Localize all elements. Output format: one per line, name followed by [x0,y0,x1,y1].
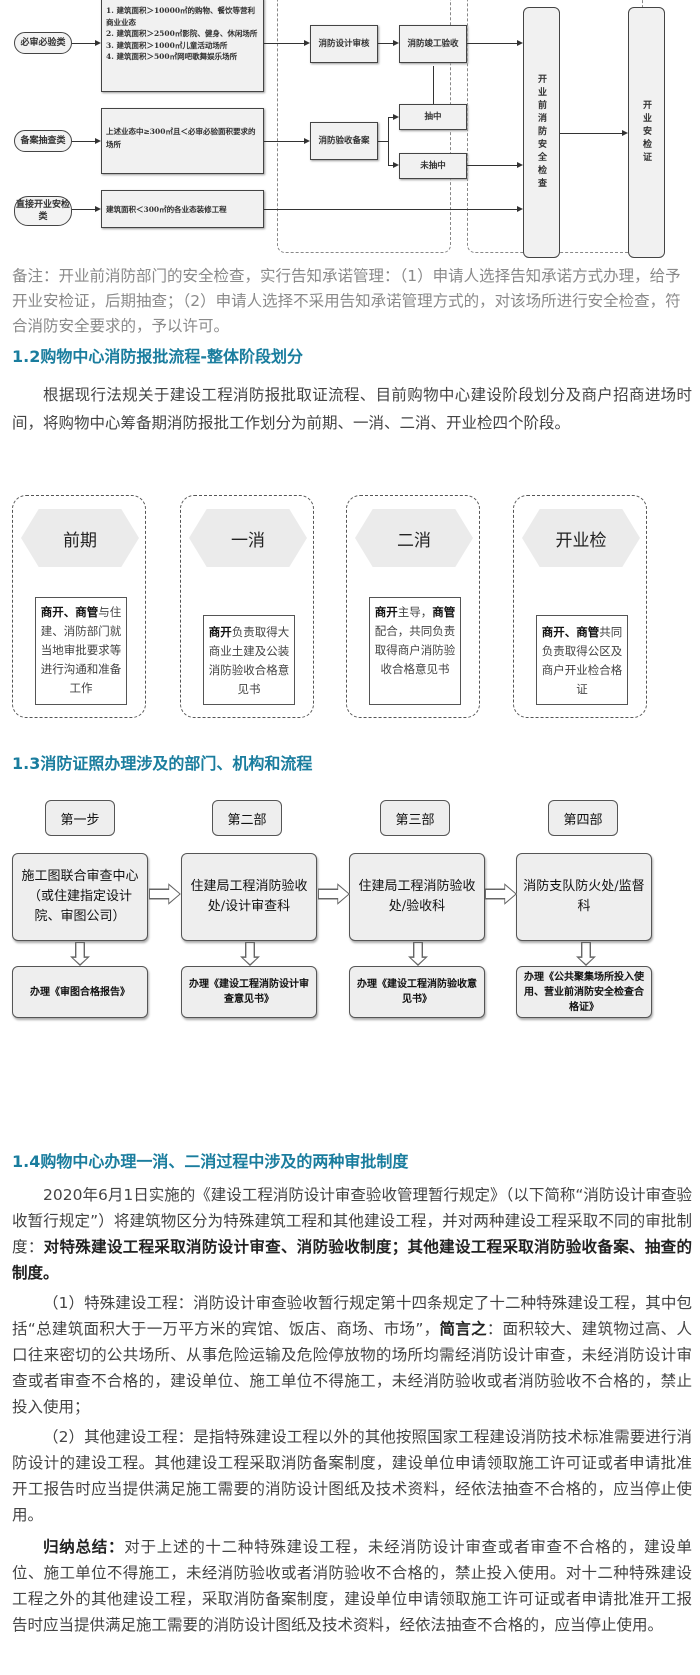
arrow-head-icon [95,40,101,46]
arrow-head-icon [304,138,310,144]
opening-certificate-box: 开业安检证 [628,7,665,258]
right-arrow-icon [318,883,350,905]
department-box: 施工图联合审查中心（或住建指定设计院、审图公司） [12,853,148,941]
department-box: 住建局工程消防验收处/设计审查科 [181,853,317,941]
stage-second-fire: 二消商开主导，商管配合，共同负责取得商户消防验收合格意见书 [346,495,480,718]
category-direct-open: 直接开业安检类 [14,196,72,226]
stage-name: 一消 [189,509,307,567]
section-heading-1-3: 1.3消防证照办理涉及的部门、机构和流程 [12,754,313,773]
not-selected-box: 未抽中 [399,153,467,179]
selected-box: 抽中 [399,104,467,130]
arrow-head-icon [517,162,523,168]
connector-line [264,209,517,210]
criteria-box: 1. 建筑面积＞10000㎡的购物、餐饮等营利商业业态 2. 建筑面积＞2500… [101,0,264,92]
stage-name: 开业检 [522,509,640,567]
arrow-head-icon [517,206,523,212]
result-box: 办理《建设工程消防验收意见书》 [349,966,485,1018]
paragraph: （1）特殊建设工程：消防设计审查验收暂行规定第十四条规定了十二种特殊建设工程，其… [12,1294,692,1416]
stage-first-fire: 一消商开负责取得大商业土建及公装消防验收合格意见书 [180,495,314,718]
stage-opening-check: 开业检商开、商管共同负责取得公区及商户开业检合格证 [513,495,647,718]
stage-desc: 商开、商管共同负责取得公区及商户开业检合格证 [536,615,628,705]
down-arrow-icon [70,942,90,966]
arrow-head-icon [393,162,399,168]
result-box: 办理《建设工程消防设计审查意见书》 [181,966,317,1018]
criteria-box: 建筑面积＜300㎡的各业态装修工程 [101,190,264,228]
acceptance-filing-box: 消防验收备案 [310,122,378,160]
arrow-head-icon [304,40,310,46]
connector-line [378,43,394,44]
section-heading-1-4: 1.4购物中心办理一消、二消过程中涉及的两种审批制度 [12,1152,409,1171]
stage-desc: 商开、商管与住建、消防部门就当地审批要求等进行沟通和准备工作 [35,597,127,705]
connector-line [72,141,96,142]
stage-preliminary: 前期商开、商管与住建、消防部门就当地审批要求等进行沟通和准备工作 [12,495,146,718]
stage-desc: 商开主导，商管配合，共同负责取得商户消防验收合格意见书 [369,597,461,705]
section-heading-1-2: 1.2购物中心消防报批流程-整体阶段划分 [12,347,303,366]
note-text: 备注：开业前消防部门的安全检查，实行告知承诺管理：（1）申请人选择告知承诺方式办… [12,267,681,335]
step-label: 第一步 [45,800,115,836]
paragraph: 根据现行法规关于建设工程消防报批取证流程、目前购物中心建设阶段划分及商户招商进场… [12,386,692,432]
connector-line [378,141,388,142]
stage-name: 二消 [355,509,473,567]
pre-opening-check-box: 开业前消防安全检查 [523,7,560,258]
stage-desc: 商开负责取得大商业土建及公装消防验收合格意见书 [203,615,295,705]
connector-line [72,209,96,210]
arrow-head-icon [622,130,628,136]
paragraph: 归纳总结：对于上述的十二种特殊建设工程，未经消防设计审查或者审查不合格的，建设单… [12,1538,692,1634]
category-must-review: 必审必验类 [14,32,72,54]
arrow-head-icon [393,40,399,46]
down-arrow-icon [240,942,260,966]
result-box: 办理《公共聚集场所投入使用、营业前消防安全检查合格证》 [516,966,652,1018]
connector-line [264,43,304,44]
paragraph: 2020年6月1日实施的《建设工程消防设计审查验收管理暂行规定》（以下简称“消防… [12,1186,692,1282]
down-arrow-icon [576,942,596,966]
connector-line [388,165,394,166]
connector-line [433,66,434,104]
arrow-head-icon [393,114,399,120]
connector-line [467,165,517,166]
category-filing-check: 备案抽查类 [14,130,72,152]
step-label: 第四部 [548,800,618,836]
connector-line [388,117,394,118]
criteria-box: 上述业态中≥300㎡且＜必审必验面积要求的场所 [101,108,264,174]
connector-line [467,43,517,44]
design-review-box: 消防设计审核 [310,25,378,63]
stage-name: 前期 [21,509,139,567]
department-box: 住建局工程消防验收处/验收科 [349,853,485,941]
connector-line [72,43,96,44]
right-arrow-icon [149,883,181,905]
connector-line [560,133,623,134]
down-arrow-icon [408,942,428,966]
step-label: 第二部 [212,800,282,836]
arrow-head-icon [95,206,101,212]
result-box: 办理《审图合格报告》 [12,966,148,1018]
department-box: 消防支队防火处/监督科 [516,853,652,941]
arrow-head-icon [517,40,523,46]
arrow-head-icon [95,138,101,144]
completion-acceptance-box: 消防竣工验收 [399,25,467,63]
right-arrow-icon [485,883,517,905]
paragraph: （2）其他建设工程：是指特殊建设工程以外的其他按照国家工程建设消防技术标准需要进… [12,1428,692,1524]
step-label: 第三部 [380,800,450,836]
connector-line [264,141,304,142]
connector-line [388,117,389,165]
